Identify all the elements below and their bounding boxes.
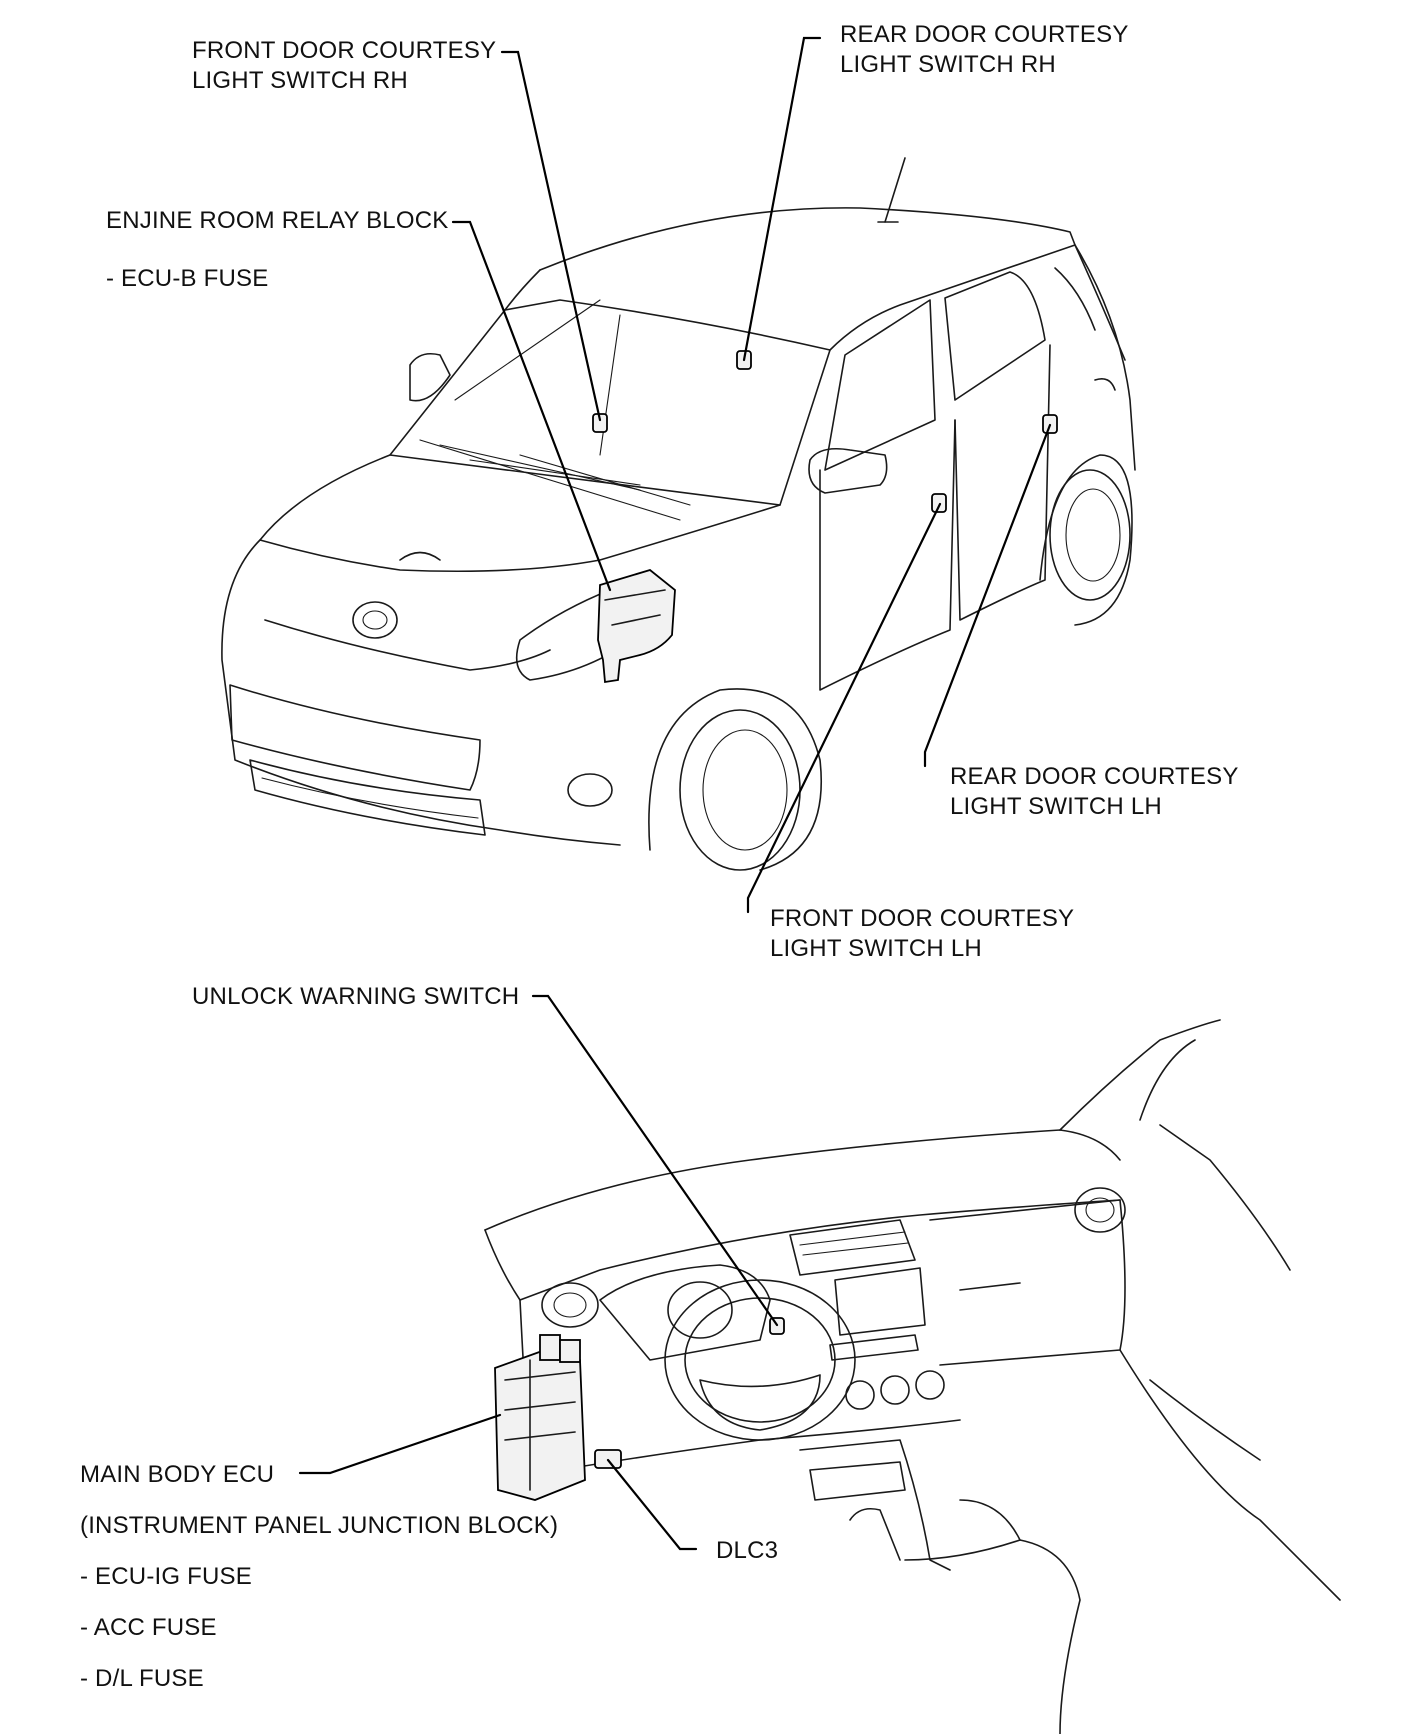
switch-front-door-lh [931,493,947,513]
label-line: - ECU-B FUSE [106,265,269,292]
label-front-door-courtesy-switch-lh: FRONT DOOR COURTESY LIGHT SWITCH LH [770,904,1074,964]
label-line: LIGHT SWITCH LH [770,935,982,962]
label-line: ENJINE ROOM RELAY BLOCK [106,207,449,234]
main-body-ecu-block [494,1334,586,1501]
label-line: - ECU-IG FUSE [80,1563,252,1590]
label-engine-room-relay-block: ENJINE ROOM RELAY BLOCK - ECU-B FUSE [106,206,448,294]
label-main-body-ecu: MAIN BODY ECU (INSTRUMENT PANEL JUNCTION… [80,1460,558,1694]
label-line: REAR DOOR COURTESY [950,763,1239,790]
label-line: - ACC FUSE [80,1614,217,1641]
label-line: FRONT DOOR COURTESY [770,905,1075,932]
vehicle-exterior-illustration [221,157,1136,871]
label-line: LIGHT SWITCH RH [840,51,1056,78]
engine-room-relay-block [597,569,676,684]
instrument-panel-illustration [484,1019,1341,1734]
label-rear-door-courtesy-switch-lh: REAR DOOR COURTESY LIGHT SWITCH LH [950,762,1239,822]
label-dlc3: DLC3 [716,1537,779,1564]
label-line: LIGHT SWITCH RH [192,67,408,94]
label-unlock-warning-switch: UNLOCK WARNING SWITCH [192,983,520,1010]
label-line: LIGHT SWITCH LH [950,793,1162,820]
label-front-door-courtesy-switch-rh: FRONT DOOR COURTESY LIGHT SWITCH RH [192,36,496,96]
label-line: - D/L FUSE [80,1665,204,1692]
label-line: FRONT DOOR COURTESY [192,37,497,64]
label-line: MAIN BODY ECU [80,1461,275,1488]
label-line: (INSTRUMENT PANEL JUNCTION BLOCK) [80,1512,559,1539]
label-rear-door-courtesy-switch-rh: REAR DOOR COURTESY LIGHT SWITCH RH [840,20,1129,80]
leader-lines [298,36,1052,1551]
label-line: REAR DOOR COURTESY [840,21,1129,48]
switch-front-door-rh [592,413,608,433]
